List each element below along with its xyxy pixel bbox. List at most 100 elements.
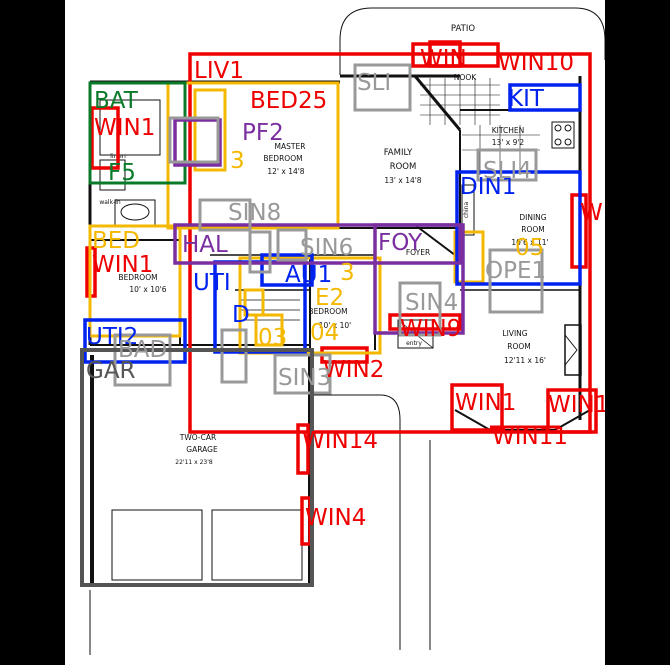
room-bedroom-mid-size: 10' x 10' bbox=[319, 321, 351, 330]
label-win4: WIN4 bbox=[305, 505, 366, 531]
room-living: LIVING bbox=[502, 329, 527, 338]
bed25-box bbox=[166, 81, 340, 230]
label-b3: 3 bbox=[340, 260, 355, 286]
room-family-2: ROOM bbox=[390, 162, 417, 172]
label-au1: AU1 bbox=[285, 262, 332, 288]
hall-annotations bbox=[173, 118, 465, 335]
orange-labels: BED 3 3 E2 04 05 03 bbox=[92, 148, 544, 351]
sli-box bbox=[353, 63, 412, 112]
room-names: PATIO NOOK KITCHEN 13' x 9'2 FAMILY ROOM… bbox=[99, 24, 548, 466]
label-sin6: SIN6 bbox=[300, 235, 353, 261]
blue-labels: KIT DIN1 UTI UTI2 AU1 D bbox=[86, 86, 545, 350]
room-bedroom-left-size: 10' x 10'6 bbox=[129, 285, 166, 294]
label-bat: BAT bbox=[94, 88, 139, 114]
room-garage-2: GARAGE bbox=[186, 445, 218, 454]
sin8-box bbox=[198, 198, 252, 232]
label-win2: WIN2 bbox=[323, 357, 384, 383]
label-win14: WIN14 bbox=[302, 428, 378, 454]
room-bedroom-left: BEDROOM bbox=[118, 273, 157, 282]
label-b05: 05 bbox=[515, 235, 544, 261]
room-master: MASTER bbox=[275, 142, 306, 151]
bath-green-box bbox=[88, 81, 187, 185]
label-gar: GAR bbox=[86, 358, 136, 384]
win-top-box bbox=[428, 40, 462, 68]
gray-annotations bbox=[113, 63, 544, 395]
label-bed25: BED25 bbox=[250, 88, 327, 114]
au1-box bbox=[260, 253, 314, 287]
label-uti2: UTI2 bbox=[86, 324, 138, 350]
win15-box bbox=[546, 388, 598, 434]
label-d: D bbox=[232, 302, 250, 328]
green-labels: BAT F5 bbox=[94, 88, 139, 186]
purple-labels: HAL FOY PF2 bbox=[182, 120, 423, 258]
label-sli4: SLI4 bbox=[483, 158, 532, 184]
label-foy: FOY bbox=[378, 230, 423, 256]
label-win1-bottom: WIN1 bbox=[455, 390, 516, 416]
win9-box bbox=[388, 313, 462, 331]
win1-topleft-box bbox=[90, 106, 120, 170]
label-hal: HAL bbox=[182, 232, 228, 258]
sin-left-box bbox=[113, 333, 172, 387]
driveway-outline bbox=[310, 394, 401, 650]
uti2-box bbox=[83, 318, 187, 364]
patio-outline bbox=[339, 7, 606, 75]
room-family-size: 13' x 14'8 bbox=[384, 176, 421, 185]
room-dining-size: 10'6 x 11' bbox=[511, 238, 548, 247]
room-dining: DINING bbox=[519, 213, 546, 222]
label-win10: WIN10 bbox=[498, 50, 574, 76]
label-b04: 04 bbox=[310, 320, 339, 346]
room-foyer: FOYER bbox=[406, 248, 430, 257]
label-b03: 03 bbox=[258, 325, 287, 351]
label-sli: SLI bbox=[357, 70, 391, 96]
label-win11: WIN11 bbox=[492, 424, 568, 450]
win1-bottom-box bbox=[450, 383, 504, 432]
label-uti: UTI bbox=[193, 270, 231, 296]
label-pf2: PF2 bbox=[242, 120, 284, 146]
room-kitchen-size: 13' x 9'2 bbox=[492, 138, 525, 147]
label-din1: DIN1 bbox=[460, 174, 516, 200]
sin3-box bbox=[273, 353, 332, 395]
room-patio: PATIO bbox=[451, 24, 475, 34]
kit-box bbox=[508, 83, 582, 112]
label-win-top: WIN bbox=[420, 46, 467, 72]
label-sin8: SIN8 bbox=[228, 200, 281, 226]
bath-orange-box bbox=[193, 88, 227, 172]
hal-foy-box bbox=[173, 223, 462, 265]
label-win1-topleft: WIN1 bbox=[94, 115, 155, 141]
label-bed-3: 3 bbox=[230, 148, 245, 174]
label-ope1: OPE1 bbox=[485, 258, 546, 284]
door-orange-small bbox=[243, 288, 265, 317]
label-bed: BED bbox=[92, 228, 140, 254]
stove bbox=[551, 121, 575, 149]
right-margin bbox=[605, 0, 670, 665]
label-kit: KIT bbox=[508, 86, 545, 112]
liv1-region bbox=[188, 52, 592, 434]
room-garage: TWO-CAR bbox=[179, 433, 216, 442]
room-entry: entry bbox=[406, 340, 422, 347]
win14-box bbox=[296, 423, 310, 475]
room-walkin: walk-in bbox=[99, 199, 121, 206]
label-win1-left: WIN1 bbox=[92, 252, 153, 278]
sli4-box bbox=[476, 148, 538, 182]
room-family: FAMILY bbox=[384, 148, 413, 158]
label-sin4: SIN4 bbox=[405, 290, 458, 316]
room-master-2: BEDROOM bbox=[263, 154, 302, 163]
door-03-box bbox=[254, 313, 284, 347]
room-living-size: 12'11 x 16' bbox=[504, 356, 546, 365]
foy-box bbox=[373, 223, 465, 335]
left-margin bbox=[0, 0, 65, 665]
room-nook: NOOK bbox=[454, 73, 477, 82]
sin-tall-box bbox=[220, 328, 248, 384]
room-dining-2: ROOM bbox=[521, 225, 545, 234]
label-f5: F5 bbox=[108, 160, 136, 186]
label-liv1: LIV1 bbox=[194, 58, 244, 84]
sin6-box bbox=[276, 228, 308, 262]
room-kitchen: KITCHEN bbox=[492, 126, 525, 135]
room-master-size: 12' x 14'8 bbox=[267, 167, 304, 176]
pf2-box bbox=[173, 118, 222, 167]
din1-box bbox=[455, 170, 582, 286]
room-living-2: ROOM bbox=[507, 342, 531, 351]
garage-box bbox=[80, 348, 314, 587]
bath-sink-box bbox=[168, 116, 220, 164]
